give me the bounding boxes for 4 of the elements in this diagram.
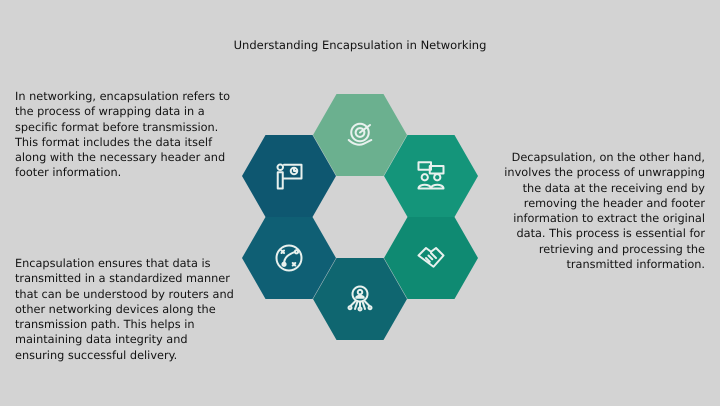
diagram-title: Understanding Encapsulation in Networking [232,38,488,52]
paragraph: Decapsulation, on the other hand, involves the process of unwrapping the data at the receiving end by removing the header and footer information to extract the original data. This process is essential for retrieving and processing the transmitted information. [503,150,705,272]
paragraph: In networking, encapsulation refers to the process of wrapping data in a specific format before transmission. This format includes the data itself along with the necessary header and footer information. [15,89,232,181]
paragraph: Encapsulation ensures that data is transmitted in a standardized manner that can be understood by routers and other networking devices along the transmission path. This helps in maintaining data integrity and ensuring successful delivery. [15,256,235,364]
